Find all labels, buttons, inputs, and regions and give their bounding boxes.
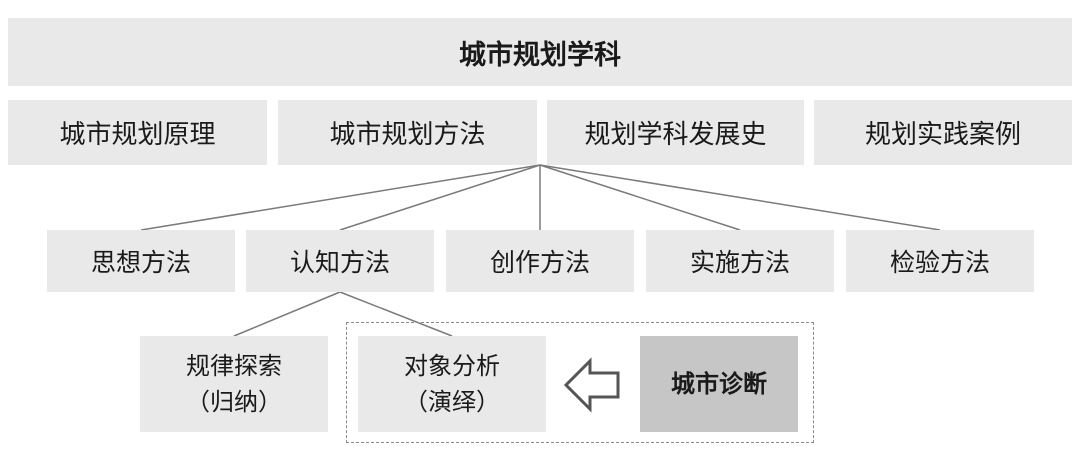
method-thought: 思想方法	[47, 230, 235, 292]
connector-method-implementation	[539, 164, 741, 231]
branch-label: 城市规划方法	[329, 120, 486, 150]
branch-label: 规划学科发展史	[584, 120, 767, 150]
connector-method-verification	[539, 164, 941, 231]
object-analysis-line1: 对象分析	[404, 352, 500, 380]
connector-cognition-object	[339, 291, 453, 337]
method-label: 检验方法	[889, 248, 990, 277]
law-exploration-box: 规律探索 （归纳）	[140, 336, 328, 432]
dashed-group-frame	[346, 322, 814, 443]
branch-label: 规划实践案例	[864, 120, 1021, 150]
urban-diagnosis-label: 城市诊断	[671, 370, 767, 398]
hollow-left-arrow-icon	[563, 357, 620, 413]
branch-principles: 城市规划原理	[8, 100, 267, 165]
object-analysis-box: 对象分析 （演绎）	[358, 336, 546, 432]
branch-history: 规划学科发展史	[547, 100, 804, 165]
method-creation: 创作方法	[446, 230, 634, 292]
branch-methods: 城市规划方法	[278, 100, 537, 165]
urban-diagnosis-box: 城市诊断	[640, 336, 798, 432]
root-box: 城市规划学科	[8, 18, 1072, 86]
law-exploration-line2: （归纳）	[186, 388, 282, 416]
branch-practice: 规划实践案例	[814, 100, 1072, 165]
method-label: 实施方法	[689, 248, 790, 277]
method-label: 创作方法	[489, 248, 590, 277]
root-label: 城市规划学科	[459, 39, 621, 71]
connector-method-cognition	[339, 164, 541, 231]
method-cognition: 认知方法	[246, 230, 434, 292]
connector-method-thought	[140, 164, 541, 231]
connector-cognition-law	[233, 291, 341, 337]
object-analysis-line2: （演绎）	[404, 388, 500, 416]
law-exploration-line1: 规律探索	[186, 352, 282, 380]
method-implementation: 实施方法	[646, 230, 834, 292]
method-label: 认知方法	[289, 248, 390, 277]
method-verification: 检验方法	[846, 230, 1034, 292]
method-label: 思想方法	[90, 248, 191, 277]
branch-label: 城市规划原理	[59, 120, 216, 150]
